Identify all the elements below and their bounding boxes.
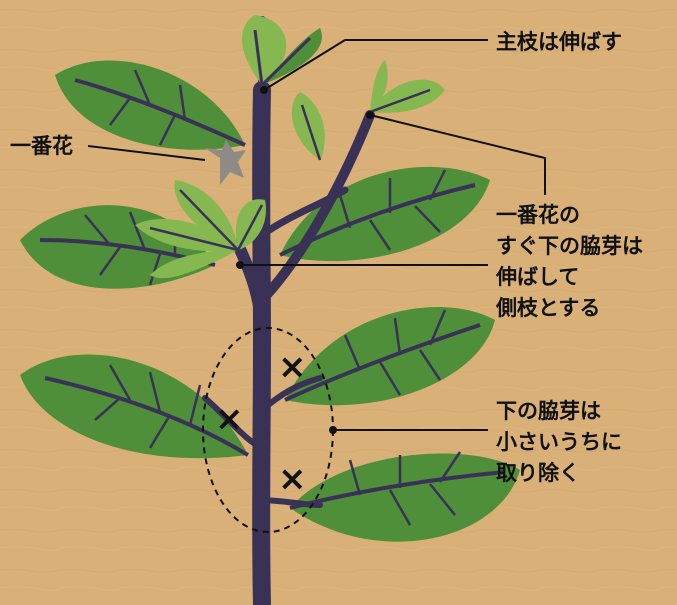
label-lower-buds-line-3: 取り除く [496,461,580,485]
leaf-left-lower [20,354,250,459]
leader-first-flower [87,145,206,161]
label-main-branch: 主枝は伸ばす [496,30,622,54]
leaf-right-middle [284,306,495,406]
label-first-flower: 一番花 [10,134,73,158]
leader-main-branch [263,39,488,91]
label-side-branch-line-3: 伸ばして [496,265,580,289]
remove-mark-2: × [215,399,244,439]
label-lower-buds-line-1: 下の脇芽は [496,399,601,423]
label-lower-buds: 下の脇芽は 小さいうちに 取り除く [496,396,622,489]
remove-mark-3: × [278,459,307,499]
label-side-branch-line-1: 一番花の [496,203,580,227]
remove-mark-1: × [278,347,307,387]
label-side-branch: 一番花の すぐ下の脇芽は 伸ばして 側枝とする [496,200,643,324]
label-side-branch-line-4: 側枝とする [496,296,601,320]
leaf-middle-right-small [291,92,325,161]
leaf-bud-cluster [135,180,266,279]
leaf-upper-right-small [369,60,445,114]
leaf-top-center [241,15,322,87]
leader-dots [236,86,374,434]
leaf-top-left [55,60,246,150]
leader-upper-branch [369,114,546,195]
label-lower-buds-line-2: 小さいうちに [496,430,622,454]
stem [202,16,375,605]
leader-lines [87,39,546,431]
leaf-right-lower [289,451,520,542]
first-flower-icon [205,140,246,185]
label-side-branch-line-2: すぐ下の脇芽は [496,234,643,258]
